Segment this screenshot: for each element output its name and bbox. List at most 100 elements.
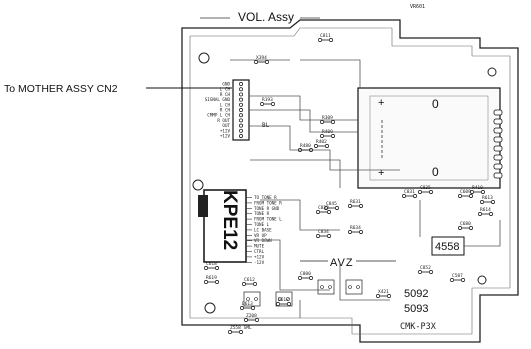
component (458, 194, 473, 198)
board-title: VOL. Assy (238, 10, 294, 24)
component (402, 194, 417, 198)
kpe-pin-label: VR UP (254, 233, 267, 238)
cn2-pin (239, 134, 243, 138)
part-label: C831 (404, 189, 415, 195)
pcb-trace (249, 125, 400, 171)
ic-4558-label: 4558 (435, 241, 459, 253)
kpe-pin-label: MUTE (254, 244, 265, 249)
chip-pad-group (275, 291, 293, 307)
pcb-trace (464, 220, 501, 247)
kpe-pin-label: TONE L (254, 222, 270, 227)
cn2-pin (239, 92, 243, 97)
cn2-pin (239, 87, 243, 92)
chip-pad-group (345, 279, 363, 295)
component (298, 276, 313, 280)
kpe-pin-label: FROM TONE L (254, 217, 282, 222)
cn2-pin-label: R CH (220, 108, 231, 113)
kpe-connector-tab (198, 195, 208, 217)
cn2-pin (239, 82, 243, 86)
board-inner-outline (189, 27, 511, 335)
part-label: R409 (322, 129, 333, 135)
mount-hole (192, 179, 204, 191)
pot-mark-lower: 0 (432, 165, 439, 179)
part-label: X421 (378, 289, 389, 295)
chip-pad-group (243, 291, 261, 307)
cn2-pin-label: R OUT (217, 118, 230, 123)
corner-mark: VR601 (410, 4, 425, 10)
pot-pad (493, 136, 503, 143)
part-label: R619 (206, 275, 217, 281)
component (314, 144, 329, 148)
board-outline (181, 19, 519, 343)
component (228, 330, 243, 334)
board-id: CMK-P3X (400, 322, 437, 332)
cn2-pin (239, 123, 243, 128)
ref-mark-a: 5092 (404, 288, 428, 300)
chip-pad-group (317, 279, 335, 295)
pot-pad (493, 145, 503, 152)
part-label: R634 (350, 225, 361, 231)
part-label: C800 (300, 271, 311, 277)
part-label: R410 (472, 185, 483, 191)
pcb-trace (249, 95, 358, 121)
pcb-trace (246, 239, 330, 291)
part-label: C618 (206, 261, 217, 267)
part-label: C587 (452, 273, 463, 279)
component (418, 190, 433, 194)
kpe-pin-label: +12V (254, 254, 265, 259)
pcb-trace (339, 262, 390, 301)
pot-mark-upper: 0 (432, 97, 439, 111)
kpe-label: KPE12 (219, 190, 240, 250)
cn2-pin (239, 97, 243, 102)
cn2-pin-label: GND (222, 82, 230, 87)
kpe-pin-label: TO TONE R (254, 195, 277, 200)
part-label: R613 (482, 195, 493, 201)
cn2-pin (239, 102, 243, 107)
pcb-trace (249, 109, 358, 133)
part-label: Z558 SML (230, 325, 252, 331)
component (324, 206, 339, 210)
cn2-pin-label: +12V (220, 128, 231, 133)
component (316, 234, 331, 238)
volume-pot-inner (369, 95, 489, 181)
component (260, 102, 275, 106)
component (240, 306, 255, 310)
part-label: C835 (420, 185, 431, 191)
component (244, 318, 259, 322)
pot-plus-lower: + (378, 167, 384, 179)
part-label: D612 (278, 297, 289, 303)
cn2-pin-label: SIGNAL GND (205, 97, 231, 102)
pcb-trace (300, 59, 361, 88)
cn2-pin-label: OUT (222, 123, 230, 128)
component (242, 282, 257, 286)
part-label: C834 (318, 229, 329, 235)
part-label: C845 (326, 201, 337, 207)
component (254, 60, 269, 64)
part-label: C609 (460, 189, 471, 195)
part-label: R614 (480, 207, 491, 213)
cn2-pin (239, 128, 243, 133)
mount-hole (487, 67, 497, 77)
component (348, 204, 363, 208)
trace-layer (230, 59, 501, 318)
side-label: BL (262, 122, 270, 129)
cn2-pin-label: +12V (220, 134, 231, 139)
mount-hole (204, 302, 216, 314)
component (458, 226, 473, 230)
component (204, 266, 219, 270)
cn2-pin (239, 108, 243, 112)
component (316, 210, 331, 214)
part-label: R631 (350, 199, 361, 205)
cn2-pin-label: CMMP L CH (207, 113, 230, 118)
part-label: C852 (420, 265, 431, 271)
cn2-pin (239, 118, 243, 123)
pcb-trace (260, 199, 340, 231)
component (418, 270, 433, 274)
component (276, 302, 291, 306)
mount-hole (198, 52, 210, 64)
pot-pad (493, 163, 503, 170)
part-label: R480 (300, 143, 311, 149)
kpe-pin-label: CTRL (254, 249, 265, 254)
pot-pad (493, 154, 503, 161)
